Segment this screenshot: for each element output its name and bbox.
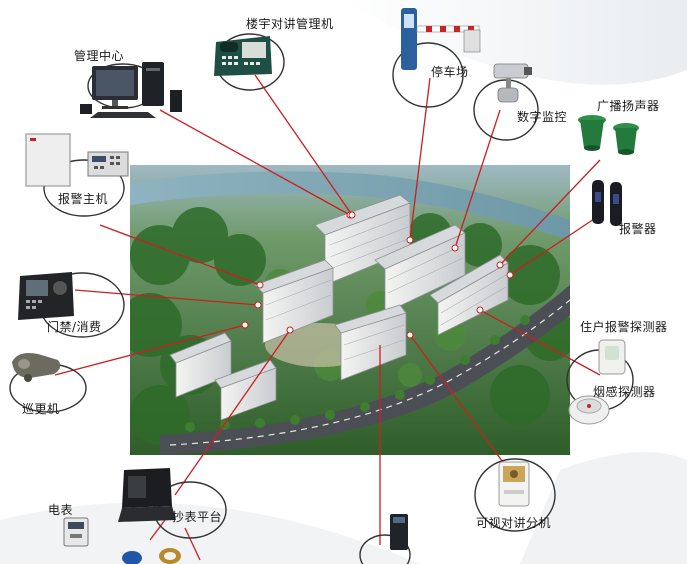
desktop-computer-icon bbox=[80, 62, 182, 118]
card-reader-icon bbox=[390, 514, 408, 550]
resident-alarm-detector-label: 住户报警探测器 bbox=[580, 320, 668, 334]
digital-monitoring-label: 数字监控 bbox=[517, 110, 568, 124]
video-phone-icon bbox=[498, 461, 530, 507]
meter-reading-label: 抄表平台 bbox=[172, 510, 223, 524]
parking-gate-icon bbox=[401, 8, 481, 70]
electric-meter-icon bbox=[63, 517, 89, 547]
broadcast-speaker-label: 广播扬声器 bbox=[597, 99, 660, 113]
management-center-label: 管理中心 bbox=[74, 49, 125, 63]
access-control-label: 门禁/消费 bbox=[47, 320, 102, 334]
video-intercom-label: 可视对讲分机 bbox=[476, 516, 552, 530]
intercom-console-icon bbox=[214, 36, 272, 76]
meter-cabinet-icon bbox=[118, 468, 176, 522]
cctv-camera-icon bbox=[493, 63, 532, 103]
speaker-icon bbox=[578, 115, 639, 155]
patrol-label: 巡更机 bbox=[22, 402, 60, 416]
alarm-host-label: 报警主机 bbox=[58, 192, 109, 206]
parking-label: 停车场 bbox=[431, 65, 469, 79]
water-meter-icon bbox=[122, 548, 181, 564]
intercom-manager-label: 楼宇对讲管理机 bbox=[246, 17, 334, 31]
smoke-detector-icon bbox=[568, 395, 610, 425]
patrol-wand-icon bbox=[12, 353, 61, 382]
alarm-panel-icon bbox=[25, 133, 129, 187]
wall-detector-icon bbox=[598, 339, 626, 375]
alarm-label: 报警器 bbox=[619, 222, 657, 236]
access-terminal-icon bbox=[18, 272, 74, 320]
smoke-detector-label: 烟感探测器 bbox=[593, 385, 656, 399]
electric-meter-label: 电表 bbox=[48, 503, 74, 517]
infrared-beam-icon bbox=[592, 180, 622, 226]
